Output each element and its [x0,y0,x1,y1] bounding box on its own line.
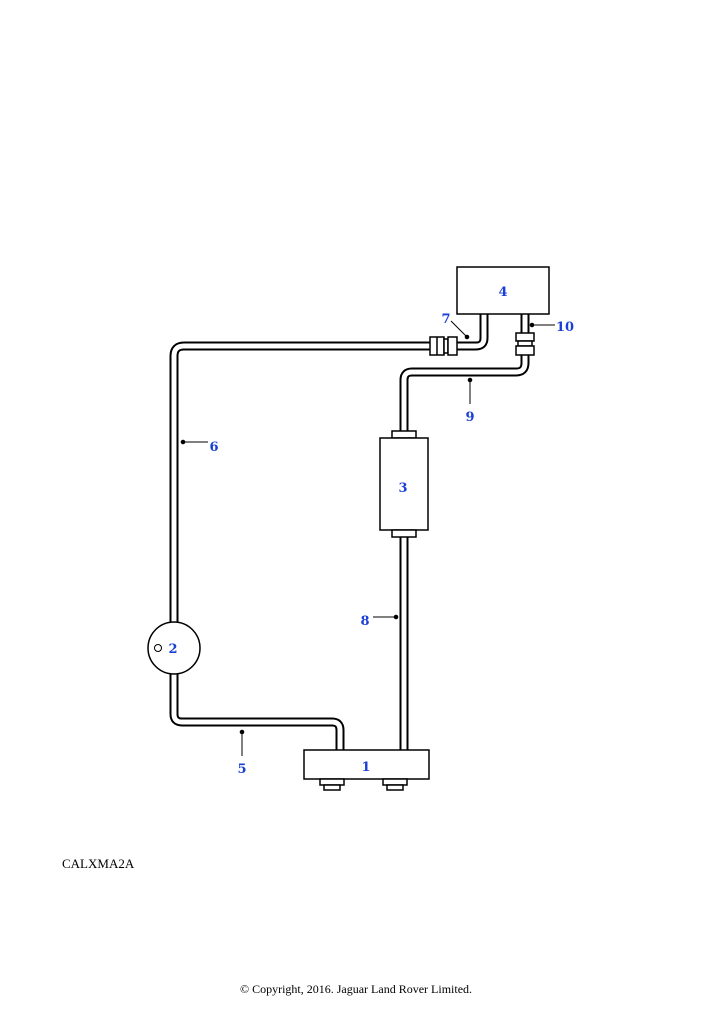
pipe-5-inner [171,674,343,750]
component-3-box [379,437,429,531]
pipe-9-inner [401,355,528,434]
callout-7: 7 [441,312,450,327]
pipe-5 [169,674,345,750]
component-1-box [303,749,430,780]
copyright-notice: © Copyright, 2016. Jaguar Land Rover Lim… [239,982,473,996]
component-3-cap-bottom [391,529,417,538]
leader-lines [180,320,555,756]
callout-6: 6 [209,440,218,455]
component-1-foot-right [382,778,408,786]
callout-8: 8 [360,614,369,629]
connector-7 [429,336,458,356]
component-1-foot-left [319,778,345,786]
component-1-foot-left-base [323,784,341,791]
callout-10: 10 [556,320,574,335]
callout-1: 1 [361,760,370,775]
reference-code: CALXMA2A [62,856,135,871]
callout-2: 2 [168,642,177,657]
callout-5: 5 [237,762,246,777]
pipe-6-inner [171,343,430,622]
connector-10 [515,332,535,356]
component-1-foot-right-base [386,784,404,791]
callout-4: 4 [498,285,507,300]
component-4-box [456,266,550,315]
callout-3: 3 [398,481,407,496]
component-2-circle [147,621,201,675]
component-3-cap-top [391,430,417,439]
pipe-7-inner [456,314,487,349]
component-2-port-icon [154,644,162,652]
callout-9: 9 [465,410,474,425]
